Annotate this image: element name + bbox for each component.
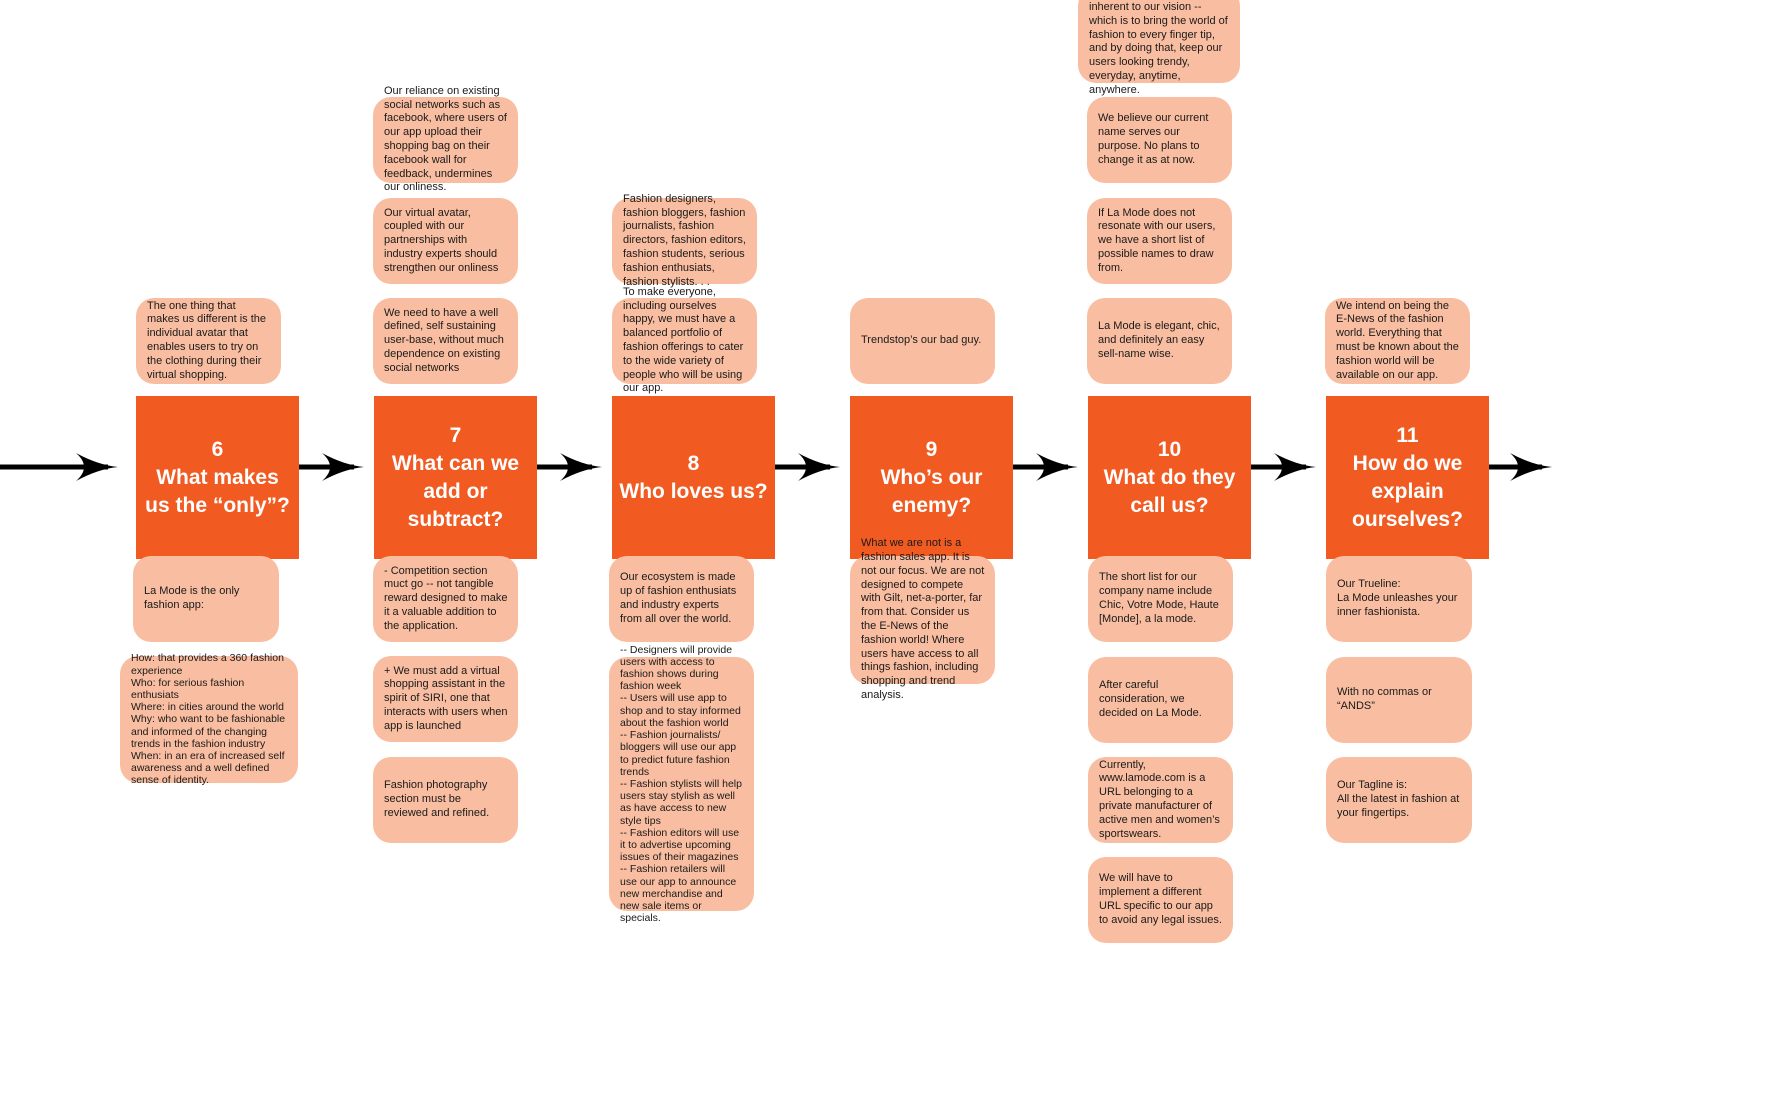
note-card: La Mode is French for In Style. Being In… xyxy=(1078,0,1240,96)
step-number: 7 xyxy=(449,423,462,447)
note-card: Fashion photography section must be revi… xyxy=(373,757,518,843)
note-text: La Mode is elegant, chic, and definitely… xyxy=(1098,320,1220,360)
note-text: - Competition section muct go -- not tan… xyxy=(384,564,508,632)
step-number: 10 xyxy=(1157,437,1182,461)
note-card: The one thing that makes us different is… xyxy=(136,298,281,384)
note-text: We believe our current name serves our p… xyxy=(1098,112,1209,166)
step-question: What makes us the “only”? xyxy=(145,465,290,517)
note-card: We need to have a well defined, self sus… xyxy=(373,298,518,384)
note-text: If La Mode does not resonate with our us… xyxy=(1098,206,1216,274)
note-text: Our virtual avatar, coupled with our par… xyxy=(384,206,499,274)
note-card: We believe our current name serves our p… xyxy=(1087,97,1232,183)
step-number: 11 xyxy=(1396,423,1419,447)
note-card: To make everyone, including ourselves ha… xyxy=(612,286,757,394)
note-text: The short list for our company name incl… xyxy=(1099,571,1219,625)
note-card: + We must add a virtual shopping assista… xyxy=(373,656,518,742)
note-text: We intend on being the E-News of the fas… xyxy=(1336,299,1459,381)
note-text: We need to have a well defined, self sus… xyxy=(384,306,504,374)
note-card: Our reliance on existing social networks… xyxy=(373,85,518,193)
note-card: How: that provides a 360 fashion experie… xyxy=(120,652,298,786)
note-text: Our reliance on existing social networks… xyxy=(384,84,507,194)
note-text: + We must add a virtual shopping assista… xyxy=(384,664,508,732)
note-text: We will have to implement a different UR… xyxy=(1099,872,1222,926)
note-card: Trendstop’s our bad guy. xyxy=(850,298,995,384)
note-card: - Competition section muct go -- not tan… xyxy=(373,556,518,642)
note-text: Currently, www.lamode.com is a URL belon… xyxy=(1099,758,1220,840)
note-card: Fashion designers, fashion bloggers, fas… xyxy=(612,193,757,288)
step-question: Who loves us? xyxy=(619,479,768,503)
note-text: What we are not is a fashion sales app. … xyxy=(861,537,985,701)
note-card: La Mode is elegant, chic, and definitely… xyxy=(1087,298,1232,384)
note-card: -- Designers will provide users with acc… xyxy=(609,644,754,924)
note-card: Our Trueline: La Mode unleashes your inn… xyxy=(1326,556,1472,642)
note-text: Trendstop’s our bad guy. xyxy=(861,334,982,347)
step-number: 8 xyxy=(687,451,700,475)
step-number: 6 xyxy=(211,437,224,461)
note-text: How: that provides a 360 fashion experie… xyxy=(131,652,286,787)
step-number: 9 xyxy=(925,437,938,461)
note-card: With no commas or “ANDS” xyxy=(1326,657,1472,743)
step-9-box: 9 Who’s our enemy? xyxy=(850,396,1013,559)
right-arrow-icon xyxy=(0,453,118,481)
note-text: After careful consideration, we decided … xyxy=(1099,679,1202,719)
note-text: Our ecosystem is made up of fashion enth… xyxy=(620,571,737,625)
note-card: Our virtual avatar, coupled with our par… xyxy=(373,198,518,284)
note-text: -- Designers will provide users with acc… xyxy=(620,643,742,925)
step-question: What can we add or subtract? xyxy=(391,451,520,531)
note-card: We will have to implement a different UR… xyxy=(1088,857,1233,943)
step-7-box: 7 What can we add or subtract? xyxy=(374,396,537,559)
note-card: We intend on being the E-News of the fas… xyxy=(1325,298,1470,384)
note-text: With no commas or “ANDS” xyxy=(1337,686,1432,712)
note-text: Fashion designers, fashion bloggers, fas… xyxy=(623,192,746,288)
note-card: La Mode is the only fashion app: xyxy=(133,556,279,642)
step-10-box: 10 What do they call us? xyxy=(1088,396,1251,559)
note-card: Our Tagline is: All the latest in fashio… xyxy=(1326,757,1472,843)
note-text: To make everyone, including ourselves ha… xyxy=(623,285,744,395)
note-text: Our Tagline is: All the latest in fashio… xyxy=(1337,779,1460,819)
step-question: Who’s our enemy? xyxy=(880,465,983,517)
step-question: How do we explain ourselves? xyxy=(1352,451,1463,531)
step-6-box: 6 What makes us the “only”? xyxy=(136,396,299,559)
note-card: What we are not is a fashion sales app. … xyxy=(850,537,995,701)
step-question: What do they call us? xyxy=(1103,465,1236,517)
note-card: Currently, www.lamode.com is a URL belon… xyxy=(1088,757,1233,843)
note-card: The short list for our company name incl… xyxy=(1088,556,1233,642)
note-text: La Mode is the only fashion app: xyxy=(144,585,240,611)
note-card: After careful consideration, we decided … xyxy=(1088,657,1233,743)
note-text: La Mode is French for In Style. Being In… xyxy=(1089,1,1228,96)
note-card: Our ecosystem is made up of fashion enth… xyxy=(609,556,754,642)
note-text: Fashion photography section must be revi… xyxy=(384,779,490,819)
arrow-into-step-6 xyxy=(0,453,118,481)
note-text: The one thing that makes us different is… xyxy=(147,299,267,381)
note-card: If La Mode does not resonate with our us… xyxy=(1087,198,1232,284)
step-8-box: 8 Who loves us? xyxy=(612,396,775,559)
step-11-box: 11 How do we explain ourselves? xyxy=(1326,396,1489,559)
note-text: Our Trueline: La Mode unleashes your inn… xyxy=(1337,578,1458,618)
